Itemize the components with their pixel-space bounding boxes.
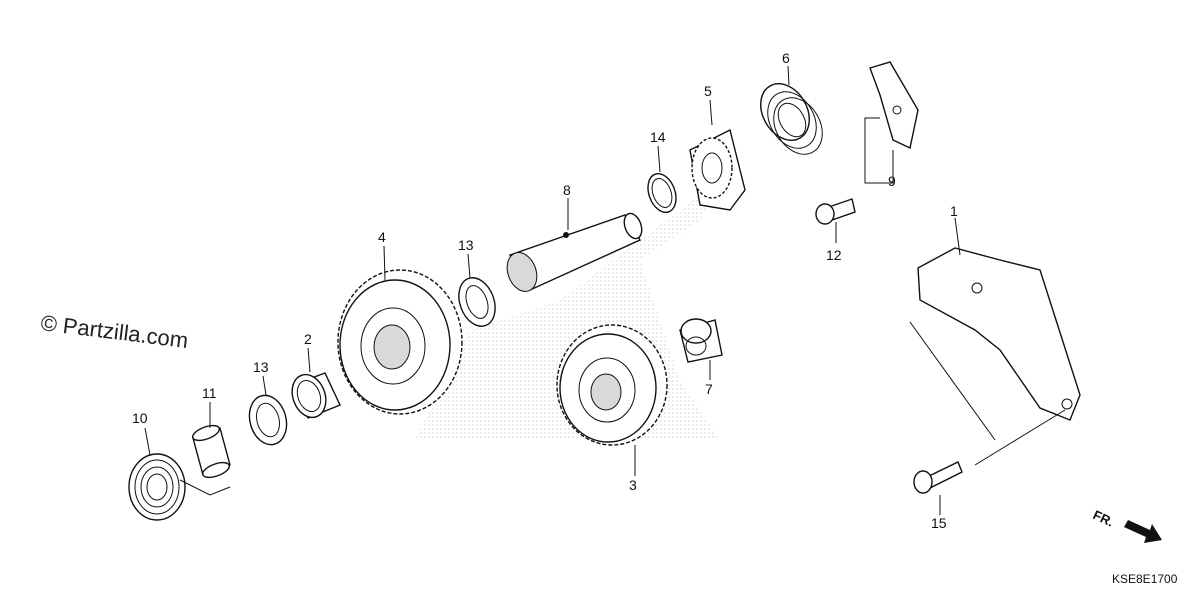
- callout-12: 12: [826, 247, 842, 263]
- callout-5: 5: [704, 83, 712, 99]
- callout-4: 4: [378, 229, 386, 245]
- callout-3: 3: [629, 477, 637, 493]
- front-label: FR.: [1091, 507, 1116, 529]
- part-10-spring[interactable]: [128, 453, 231, 521]
- callout-13-lower: 13: [253, 359, 269, 375]
- callout-6: 6: [782, 50, 790, 66]
- part-11-collar[interactable]: [191, 423, 231, 481]
- part-3-gear[interactable]: [556, 324, 668, 446]
- part-5-ratchet[interactable]: [689, 128, 746, 211]
- watermark-text: © Partzilla.com: [39, 310, 189, 353]
- callout-14: 14: [650, 129, 666, 145]
- part-8-shaft[interactable]: [502, 211, 645, 296]
- part-4-gear-large[interactable]: [337, 269, 463, 415]
- part-13-washer-lower[interactable]: [244, 391, 292, 449]
- callout-7: 7: [705, 381, 713, 397]
- front-direction-indicator: FR.: [1091, 507, 1162, 543]
- part-2-bushing[interactable]: [286, 370, 341, 422]
- part-6-spring[interactable]: [751, 75, 832, 163]
- leader-lines: [144, 65, 1066, 515]
- diagram-code: KSE8E1700: [1112, 572, 1178, 586]
- part-13-washer-upper[interactable]: [452, 273, 501, 332]
- part-7-collar[interactable]: [679, 318, 723, 363]
- arrow-icon: [1124, 520, 1162, 543]
- callout-9: 9: [888, 173, 896, 189]
- callout-13-upper: 13: [458, 237, 474, 253]
- callout-2: 2: [304, 331, 312, 347]
- callout-15: 15: [931, 515, 947, 531]
- callout-8: 8: [563, 182, 571, 198]
- callout-1: 1: [950, 203, 958, 219]
- part-15-bolt[interactable]: [913, 461, 963, 494]
- callout-10: 10: [132, 410, 148, 426]
- part-1-cover[interactable]: [917, 247, 1081, 421]
- part-9-plate[interactable]: [869, 61, 919, 150]
- part-14-circlip[interactable]: [643, 170, 681, 216]
- callout-11: 11: [202, 385, 217, 401]
- part-12-bolt[interactable]: [815, 198, 856, 225]
